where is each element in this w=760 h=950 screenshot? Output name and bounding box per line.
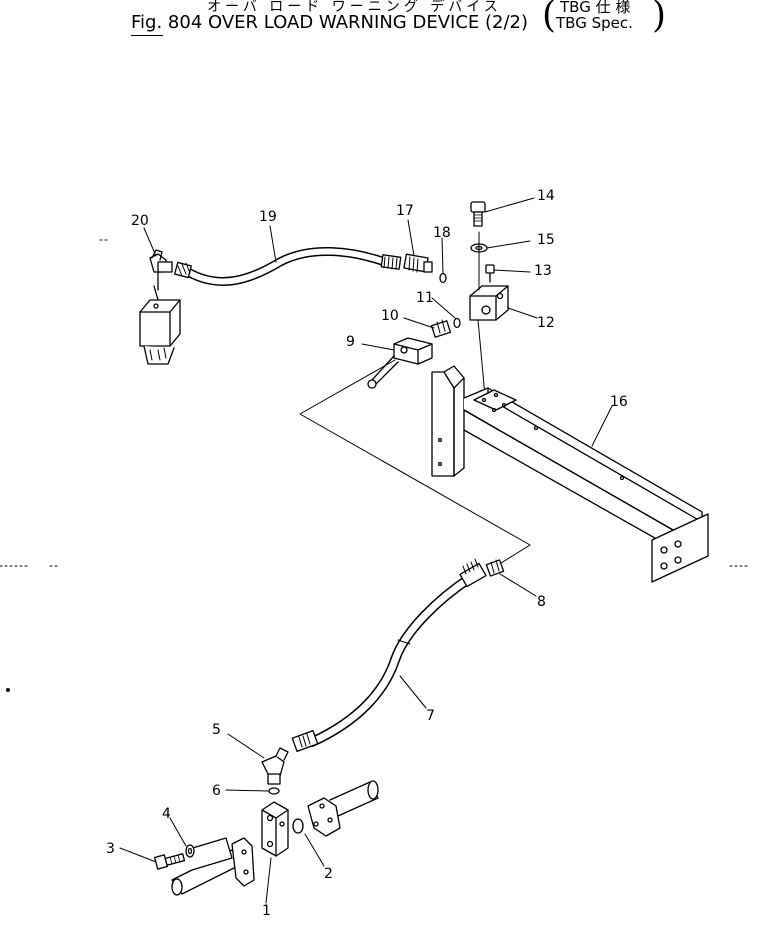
callout-16: 16 [610, 394, 628, 410]
callout-20: 20 [131, 213, 149, 229]
left-flange-cylinder [171, 837, 255, 896]
leader-lines [119, 197, 613, 904]
part-13-screw [485, 264, 495, 283]
title-block: オーバ ロード ワーニング デバイス Fig. 804 OVER LOAD WA… [0, 0, 760, 40]
title-japanese: オーバ ロード ワーニング デバイス [207, 0, 502, 15]
part-3-bolt [153, 853, 186, 870]
part-6-oring [268, 787, 280, 795]
part-10-nipple [430, 319, 452, 338]
part-14-bolt [470, 201, 486, 227]
part-5-elbow [261, 747, 289, 785]
callout-1: 1 [262, 903, 271, 919]
callout-11: 11 [416, 290, 434, 306]
part-4-washer [185, 844, 195, 858]
part-9-switch [367, 337, 433, 389]
callout-5: 5 [212, 722, 221, 738]
callout-labels: 1 2 3 4 5 6 7 8 9 10 11 12 13 14 15 16 1… [106, 188, 628, 919]
spec-japanese: TBG 仕 様 [560, 0, 631, 16]
spec-paren-left: ( [542, 0, 557, 36]
figure-name: OVER LOAD WARNING DEVICE (2/2) [208, 12, 528, 33]
callout-3: 3 [106, 841, 115, 857]
part-7-hose [291, 558, 487, 752]
spec-english: TBG Spec. [556, 14, 633, 32]
figure-number: Fig. 804 [131, 12, 203, 33]
spec-paren-right: ) [652, 0, 667, 36]
callout-12: 12 [537, 315, 555, 331]
part-17-connector [403, 253, 433, 273]
callout-18: 18 [433, 225, 451, 241]
part-18-oring [439, 272, 447, 284]
margin-marks [0, 239, 751, 692]
callout-10: 10 [381, 308, 399, 324]
callout-7: 7 [426, 708, 435, 724]
title-main: Fig. 804 OVER LOAD WARNING DEVICE (2/2) [131, 12, 528, 34]
callout-2: 2 [324, 866, 333, 882]
callout-14: 14 [537, 188, 555, 204]
callout-13: 13 [534, 263, 552, 279]
part-19-hose [174, 246, 402, 286]
callout-9: 9 [346, 334, 355, 350]
part-1-block [261, 801, 289, 857]
title-underline [131, 35, 163, 36]
callout-8: 8 [537, 594, 546, 610]
part-2-oring [292, 818, 304, 834]
right-flange-cylinder [307, 780, 379, 837]
callout-4: 4 [162, 806, 171, 822]
part-20-elbow-and-box [139, 249, 181, 365]
part-12-block [469, 231, 509, 397]
part-11-oring [453, 317, 461, 329]
callout-15: 15 [537, 232, 555, 248]
callout-6: 6 [212, 783, 221, 799]
hydraulic-line [299, 359, 531, 569]
callout-17: 17 [396, 203, 414, 219]
part-8-adaptor [485, 559, 505, 577]
callout-19: 19 [259, 209, 277, 225]
part-16-bracket [431, 365, 709, 583]
